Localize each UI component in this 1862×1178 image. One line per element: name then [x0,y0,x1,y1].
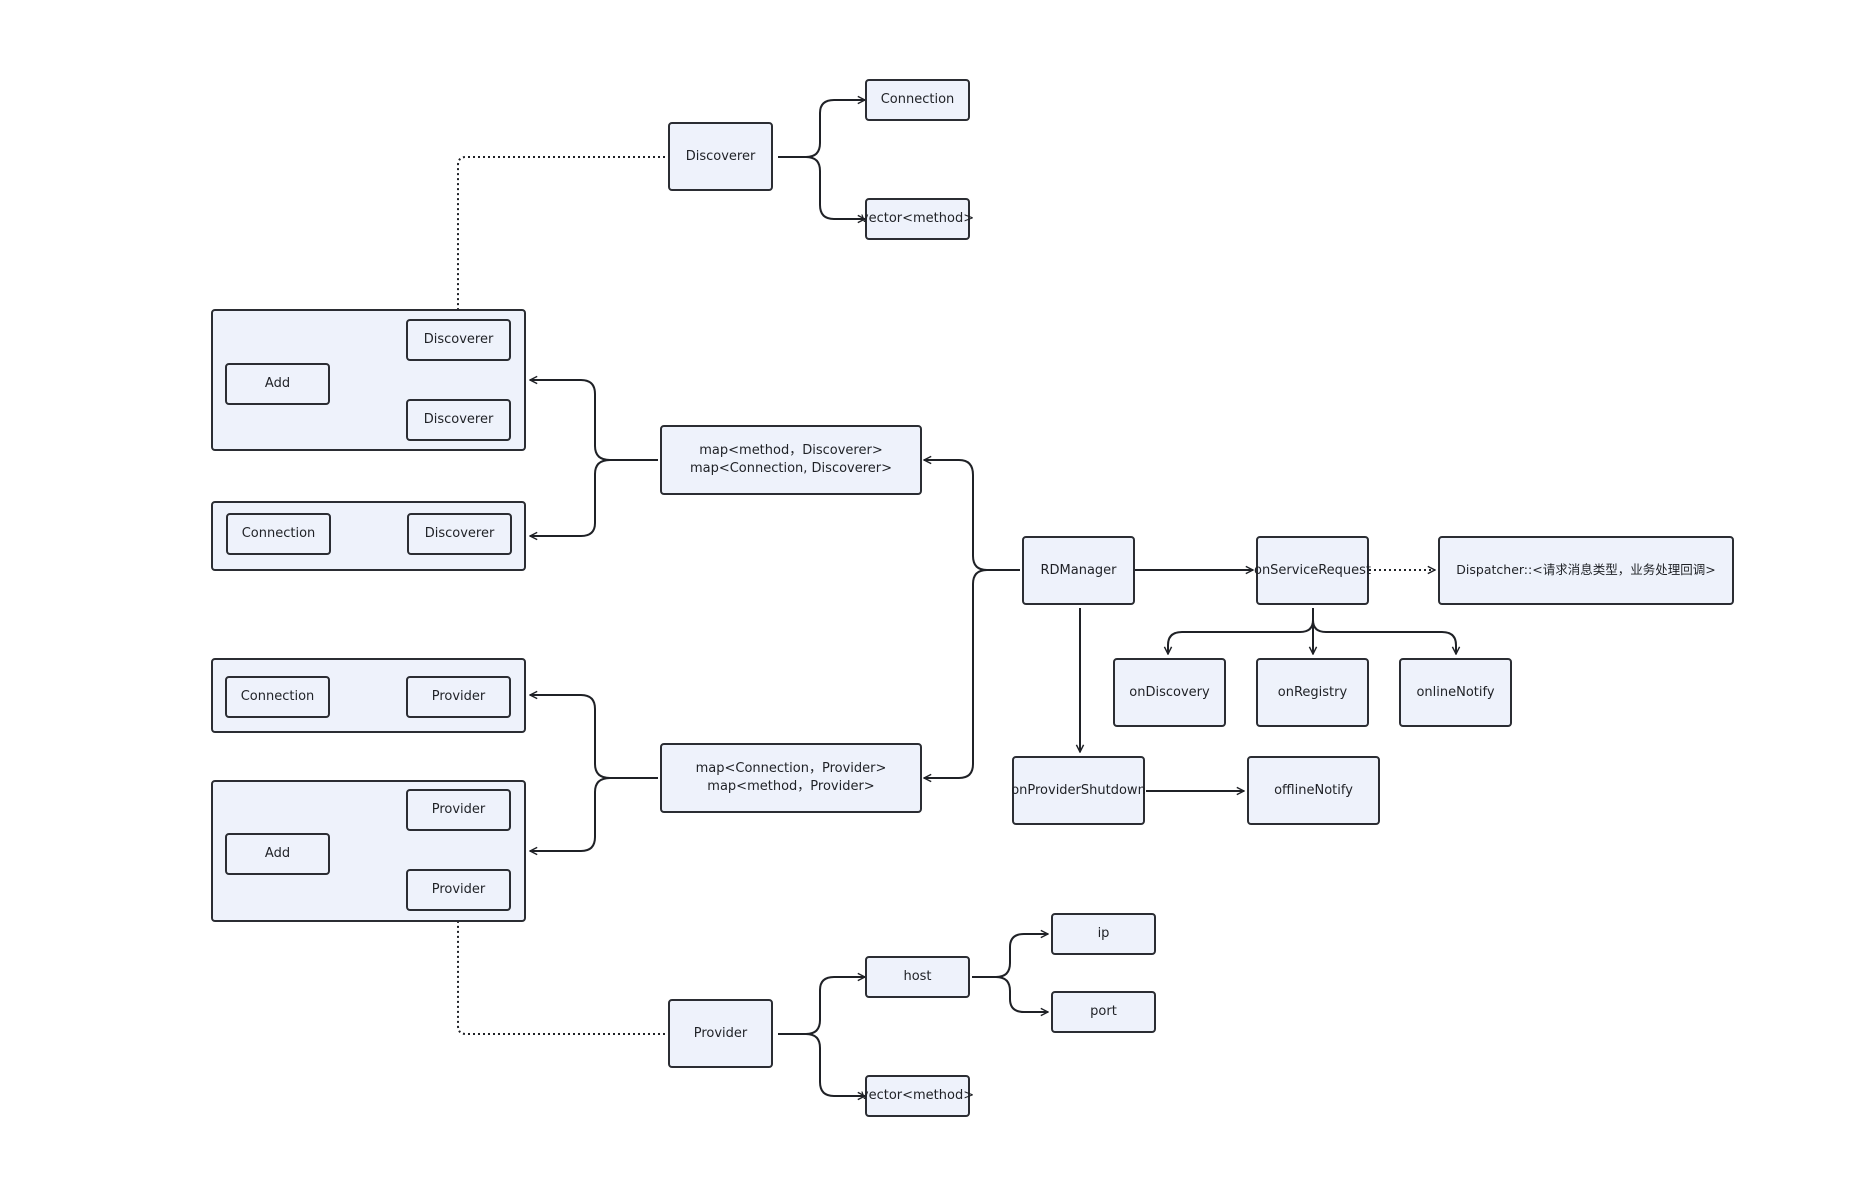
group2-discoverer[interactable]: Discoverer [407,513,512,555]
rdmanager-node[interactable]: RDManager [1022,536,1135,605]
group3-provider[interactable]: Provider [406,676,511,718]
map-discoverer-node[interactable]: map<method，Discoverer> map<Connection, D… [660,425,922,495]
edge-provider-to-vector-method [805,1033,865,1096]
edge-discoverer-to-connection [778,100,865,158]
group1-discoverer-a[interactable]: Discoverer [406,319,511,361]
edge-rdmanager-to-map-provider [924,569,988,778]
group3-connection[interactable]: Connection [225,676,330,718]
edge-host-to-ip [972,934,1048,978]
on-registry-node[interactable]: onRegistry [1256,658,1369,727]
connection-node-top[interactable]: Connection [865,79,970,121]
group2-connection[interactable]: Connection [226,513,331,555]
ip-node[interactable]: ip [1051,913,1156,955]
group4-provider-a[interactable]: Provider [406,789,511,831]
on-provider-shutdown-node[interactable]: onProviderShutdown [1011,756,1146,825]
edge-map-provider-to-group3 [530,695,658,779]
group4-provider-b[interactable]: Provider [406,869,511,911]
edge-map-provider-to-group4 [530,777,611,851]
host-node[interactable]: host [865,956,970,998]
provider-node-bottom[interactable]: Provider [668,999,773,1068]
vector-method-node-top[interactable]: vector<method> [861,198,974,240]
edge-rdmanager-to-map-discoverer [924,460,1020,571]
edge-provider-to-host [778,977,865,1035]
dispatcher-node[interactable]: Dispatcher::<请求消息类型，业务处理回调> [1438,536,1734,605]
offline-notify-node[interactable]: offlineNotify [1247,756,1380,825]
edge-service-request-to-online-notify [1312,619,1456,654]
group1-add[interactable]: Add [225,363,330,405]
port-node[interactable]: port [1051,991,1156,1033]
map-provider-node[interactable]: map<Connection，Provider> map<method，Prov… [660,743,922,813]
edge-service-request-fork [1168,608,1314,654]
vector-method-node-bottom[interactable]: vector<method> [861,1075,974,1117]
online-notify-node[interactable]: onlineNotify [1399,658,1512,727]
edge-discoverer-to-vector-method [805,156,865,219]
edge-map-discoverer-to-group1 [530,380,658,461]
group4-add[interactable]: Add [225,833,330,875]
on-service-request-node[interactable]: onServiceRequest [1254,536,1371,605]
discoverer-node-top[interactable]: Discoverer [668,122,773,191]
edge-dotted-discoverer-to-group1 [458,156,665,317]
on-discovery-node[interactable]: onDiscovery [1113,658,1226,727]
group1-discoverer-b[interactable]: Discoverer [406,399,511,441]
edge-map-discoverer-to-group2 [530,459,611,536]
edge-dotted-provider-to-group4 [458,914,665,1035]
edge-host-to-port [995,976,1048,1012]
